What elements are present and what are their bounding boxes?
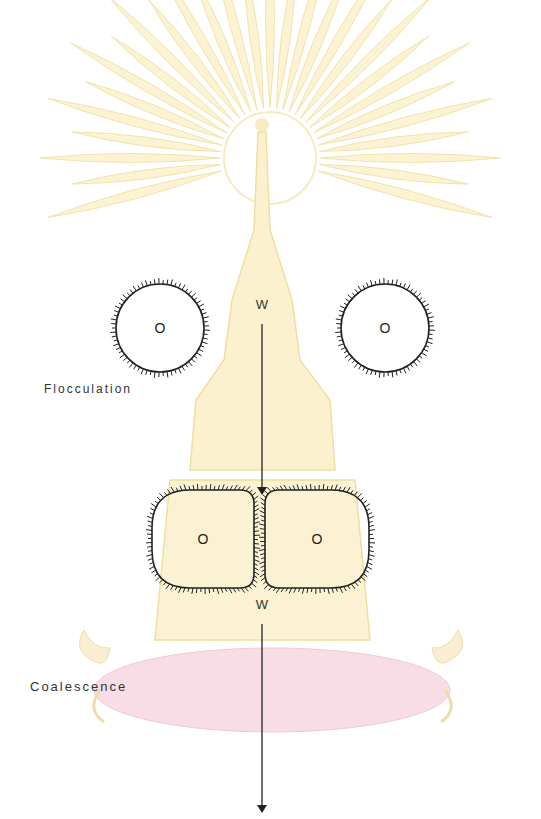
coalescence-arrow — [261, 624, 262, 812]
oil-droplet: O — [144, 482, 262, 596]
step-label: Coalescence — [30, 680, 127, 693]
phase-letter: O — [198, 532, 209, 546]
phase-letter: O — [312, 532, 323, 546]
oil-droplet: O — [257, 482, 377, 596]
phase-letter: O — [380, 321, 391, 335]
phase-letter: W — [256, 298, 268, 311]
step-label: Flocculation — [44, 383, 132, 395]
phase-letter: O — [155, 321, 166, 335]
flocculation-arrow — [261, 324, 262, 494]
oil-droplet: O — [108, 276, 212, 380]
oil-droplet: O — [333, 276, 437, 380]
phase-letter: W — [256, 598, 268, 611]
